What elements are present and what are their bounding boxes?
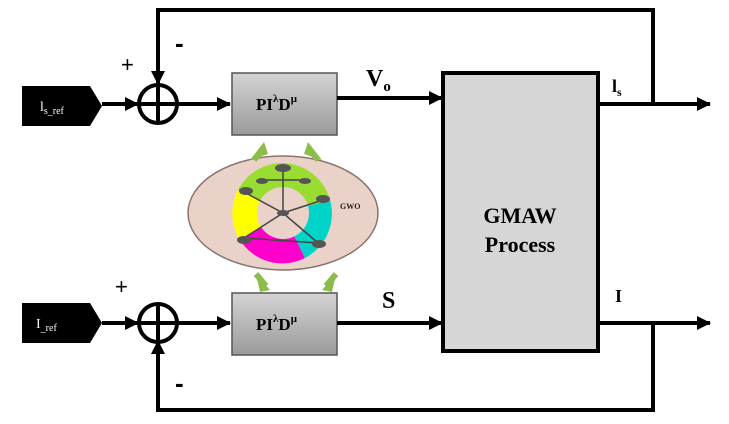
input-tag-top: ls_ref: [22, 86, 102, 126]
svg-text:ls_ref: ls_ref: [40, 100, 65, 117]
svg-text:I_ref: I_ref: [36, 317, 57, 334]
signal-label-s: S: [382, 288, 395, 314]
controller-top: PIλDμ: [231, 72, 338, 136]
signal-label-vo: Vo: [366, 66, 391, 95]
feedback-top-line: [151, 8, 655, 104]
controller-bottom: PIλDμ: [231, 292, 338, 356]
gwo-optimizer: GWO: [187, 155, 379, 271]
summing-junction-bottom: [137, 302, 179, 344]
sign-bottom-minus: -: [175, 368, 184, 398]
wolf-icons: [237, 164, 330, 248]
gwo-label: GWO: [340, 202, 360, 211]
signal-label-ls: ls: [612, 76, 622, 99]
svg-text:PIλDμ: PIλDμ: [256, 93, 298, 114]
process-label-line1: GMAW: [483, 203, 556, 228]
input-tag-bottom: I_ref: [22, 303, 102, 343]
sign-top-plus: +: [121, 52, 134, 77]
optimizer-links: [250, 142, 339, 292]
sign-bottom-plus: +: [115, 274, 128, 299]
feedback-bottom-line: [151, 325, 655, 412]
process-block: GMAW Process: [441, 71, 600, 353]
signal-label-i: I: [615, 286, 622, 306]
gwo-wheel-icon: [232, 162, 332, 264]
sign-top-minus: -: [175, 28, 184, 58]
summing-junction-top: [137, 83, 179, 125]
process-label-line2: Process: [485, 232, 556, 257]
svg-text:PIλDμ: PIλDμ: [256, 313, 298, 334]
